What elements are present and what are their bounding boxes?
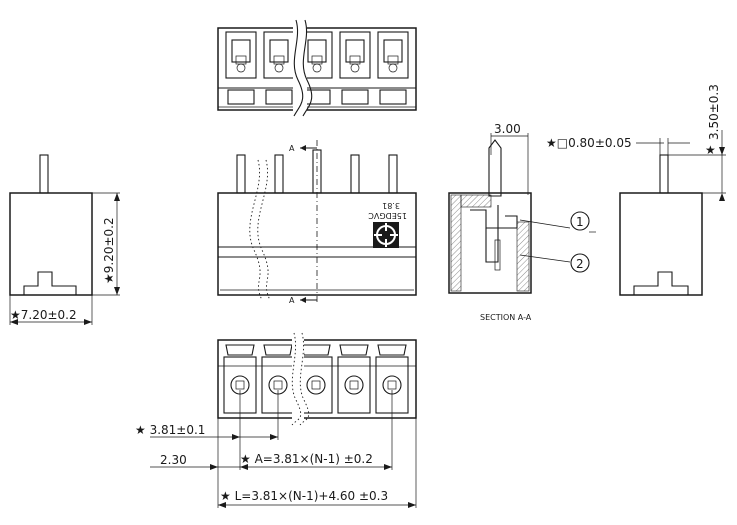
offset-dimension: 2.30: [160, 453, 187, 467]
section-a-a-view: 3.00 1 2 SECTION A-A: [448, 122, 596, 322]
pitch-marking: 3.81: [382, 201, 400, 210]
part-marking: 15EDGVC: [368, 211, 407, 220]
section-title: SECTION A-A: [480, 313, 532, 322]
pin-height-dimension: 3.50±0.3: [707, 84, 721, 140]
l-formula-dimension: ★ L=3.81×(N-1)+4.60 ±0.3: [220, 489, 388, 503]
bottom-view: ★ 3.81±0.1 2.30 ★ A=3.81×(N-1) ±0.2 ★ L=…: [135, 332, 417, 508]
section-marker-top: A: [289, 144, 295, 153]
a-formula-dimension: ★ A=3.81×(N-1) ±0.2: [240, 452, 373, 466]
left-side-view: ★9.20±0.2 ★7.20±0.2: [9, 154, 120, 325]
pin-height-star: ★: [705, 143, 716, 157]
width-dimension: ★7.20±0.2: [10, 308, 77, 322]
callout-2: 2: [576, 257, 584, 271]
top-view: [217, 19, 417, 117]
height-dimension: ★9.20±0.2: [102, 217, 116, 284]
front-view: A A 15EDGVC 3.81: [217, 140, 417, 305]
callout-1: 1: [576, 215, 584, 229]
brand-logo-icon: [373, 222, 399, 248]
pitch-dimension: ★ 3.81±0.1: [135, 423, 205, 437]
right-side-view: ★□0.80±0.05 3.50±0.3 ★: [546, 84, 726, 296]
top-dimension: 3.00: [494, 122, 521, 136]
section-marker-bottom: A: [289, 296, 295, 305]
pin-square-dimension: ★□0.80±0.05: [546, 136, 632, 150]
